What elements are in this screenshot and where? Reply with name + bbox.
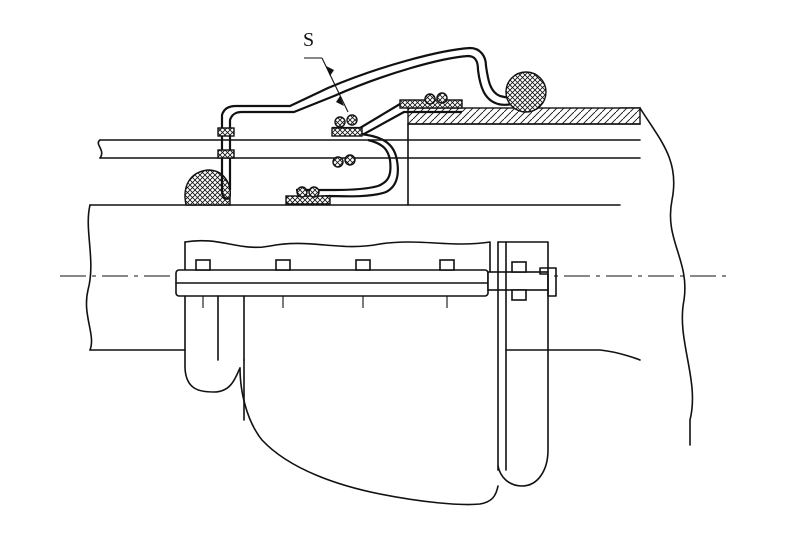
- o-ring-lower: [184, 169, 231, 206]
- o-ring-upper: [505, 71, 547, 113]
- upper-pipe: [97, 139, 641, 159]
- rubber-boot-upper: [220, 46, 513, 132]
- dimension-s-label: S: [303, 29, 314, 51]
- bolt-heads-small: [296, 92, 448, 198]
- bolt-nuts: [195, 259, 455, 308]
- lower-plates: [184, 295, 245, 421]
- dimension-s-marker: S: [303, 29, 349, 113]
- bolted-flange-band: [175, 239, 491, 308]
- lower-housing: [239, 367, 499, 506]
- left-clamp: [217, 127, 235, 200]
- end-clamp-right: [487, 241, 557, 487]
